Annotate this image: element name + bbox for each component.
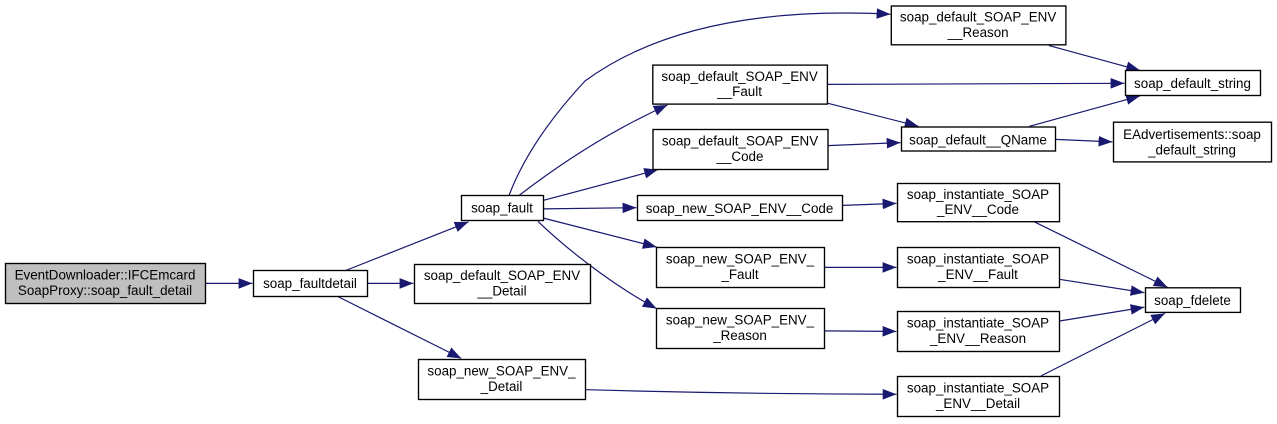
svg-text:_Fault: _Fault [720, 267, 758, 282]
svg-text:soap_fdelete: soap_fdelete [1154, 293, 1231, 308]
svg-text:_default_string: _default_string [1147, 142, 1236, 157]
svg-text:soap_instantiate_SOAP: soap_instantiate_SOAP [907, 316, 1049, 331]
svg-text:__Fault: __Fault [716, 84, 762, 99]
svg-text:__Code: __Code [716, 149, 764, 164]
svg-text:soap_faultdetail: soap_faultdetail [263, 276, 357, 291]
svg-text:soap_new_SOAP_ENV__Code: soap_new_SOAP_ENV__Code [646, 201, 834, 216]
svg-text:_ENV__Reason: _ENV__Reason [929, 331, 1026, 346]
svg-text:__Reason: __Reason [947, 25, 1009, 40]
svg-text:soap_default__QName: soap_default__QName [909, 133, 1047, 148]
svg-text:soap_new_SOAP_ENV_: soap_new_SOAP_ENV_ [666, 313, 815, 328]
svg-text:_Detail: _Detail [480, 379, 523, 394]
svg-text:SoapProxy::soap_fault_detail: SoapProxy::soap_fault_detail [18, 283, 192, 298]
svg-text:_Reason: _Reason [712, 328, 767, 343]
svg-text:_ENV__Detail: _ENV__Detail [935, 396, 1020, 411]
svg-text:EventDownloader::IFCEmcard: EventDownloader::IFCEmcard [15, 268, 196, 283]
svg-text:soap_new_SOAP_ENV_: soap_new_SOAP_ENV_ [666, 252, 815, 267]
svg-text:_ENV__Code: _ENV__Code [936, 202, 1019, 217]
svg-text:soap_default_SOAP_ENV: soap_default_SOAP_ENV [662, 134, 818, 149]
svg-text:soap_default_SOAP_ENV: soap_default_SOAP_ENV [424, 268, 580, 283]
svg-text:_ENV__Fault: _ENV__Fault [937, 267, 1018, 282]
svg-text:soap_default_SOAP_ENV: soap_default_SOAP_ENV [900, 10, 1056, 25]
svg-text:soap_default_SOAP_ENV: soap_default_SOAP_ENV [661, 69, 817, 84]
svg-text:soap_new_SOAP_ENV_: soap_new_SOAP_ENV_ [427, 364, 576, 379]
svg-text:soap_instantiate_SOAP: soap_instantiate_SOAP [907, 187, 1049, 202]
svg-text:__Detail: __Detail [476, 284, 526, 299]
svg-text:EAdvertisements::soap: EAdvertisements::soap [1123, 127, 1261, 142]
svg-text:soap_instantiate_SOAP: soap_instantiate_SOAP [907, 381, 1049, 396]
svg-text:soap_fault: soap_fault [471, 200, 533, 215]
svg-text:soap_instantiate_SOAP: soap_instantiate_SOAP [907, 252, 1049, 267]
svg-text:soap_default_string: soap_default_string [1134, 76, 1251, 91]
